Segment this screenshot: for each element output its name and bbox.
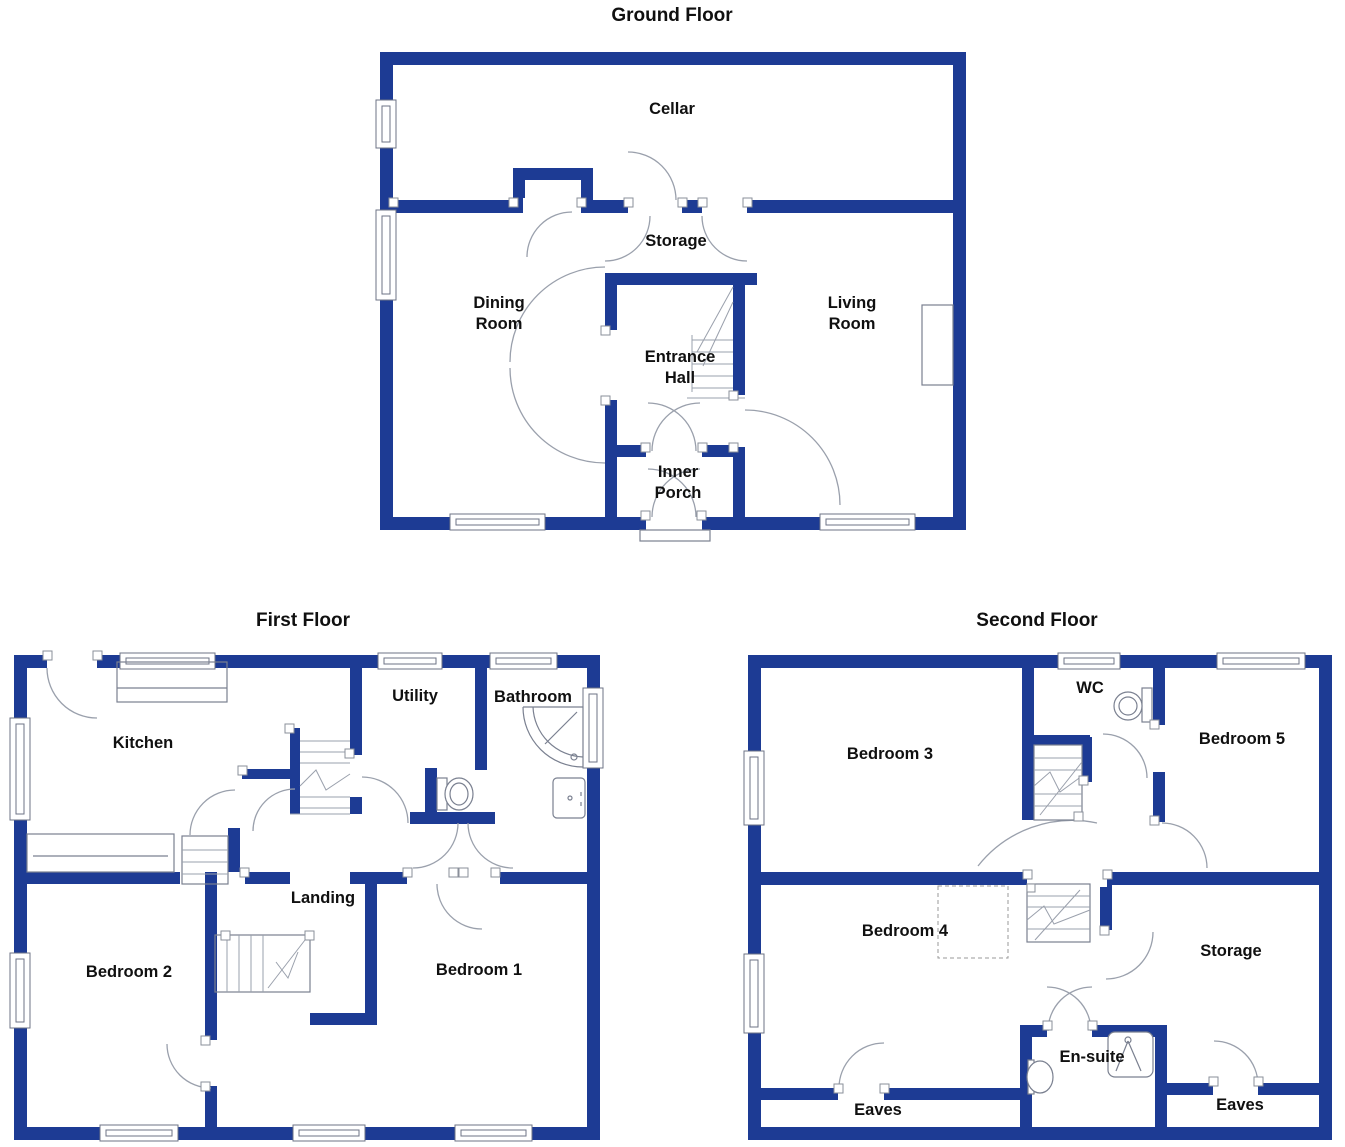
ground-floor-jambs — [388, 197, 753, 521]
second-floor-stairs — [1026, 744, 1091, 943]
first-floor-fixtures — [436, 706, 586, 819]
room-label-living-2: Room — [829, 315, 876, 333]
sink-bowl-ensuite — [1026, 1060, 1054, 1094]
room-label-porch-2: Porch — [655, 484, 702, 502]
ground-floor-doors — [509, 151, 841, 518]
first-floor-stairs — [181, 740, 351, 993]
room-label-bedroom4: Bedroom 4 — [862, 922, 949, 940]
room-label-kitchen: Kitchen — [113, 734, 174, 752]
room-label-wc: WC — [1076, 679, 1104, 697]
front-step — [639, 529, 711, 542]
room-label-storage-2f: Storage — [1200, 942, 1261, 960]
room-label-bathroom: Bathroom — [494, 688, 572, 706]
second-floor-fixtures — [937, 687, 1154, 1095]
room-label-living-1: Living — [828, 294, 877, 312]
first-floor-openings — [47, 653, 97, 669]
room-label-bedroom2: Bedroom 2 — [86, 963, 172, 981]
toilet-bowl-1f — [444, 777, 474, 811]
room-label-ensuite: En-suite — [1059, 1048, 1124, 1066]
first-floor-title: First Floor — [256, 610, 351, 631]
second-floor-plan: Second Floor Bedroom 3 WC Bedroom 5 Bedr… — [743, 610, 1332, 1140]
room-label-bedroom5: Bedroom 5 — [1199, 730, 1285, 748]
room-label-entrance-2: Hall — [665, 369, 695, 387]
room-label-eaves-right: Eaves — [1216, 1096, 1264, 1114]
first-floor-plan: First Floor Kitchen Utility Bathroom Lan… — [9, 610, 604, 1142]
ground-floor-title: Ground Floor — [611, 5, 733, 26]
room-label-storage-gf: Storage — [645, 232, 706, 250]
room-label-dining-2: Room — [476, 315, 523, 333]
ground-floor-plan: Ground Floor Cellar Storage Dining Room … — [375, 5, 966, 542]
bathroom-sink-1f — [552, 777, 586, 819]
toilet-bowl-wc — [1113, 691, 1143, 721]
room-label-landing: Landing — [291, 889, 355, 907]
room-label-dining-1: Dining — [473, 294, 524, 312]
ground-floor-stairs — [687, 286, 745, 399]
second-floor-doors — [838, 733, 1259, 1089]
room-label-bedroom1: Bedroom 1 — [436, 961, 522, 979]
second-floor-windows — [743, 652, 1306, 1034]
second-floor-openings — [838, 870, 1258, 1102]
room-label-bedroom3: Bedroom 3 — [847, 745, 933, 763]
corner-shower-1f — [522, 706, 584, 768]
kitchen-counters — [26, 661, 228, 873]
ground-floor-openings — [523, 198, 747, 532]
room-label-eaves-left: Eaves — [854, 1101, 902, 1119]
second-floor-title: Second Floor — [976, 610, 1098, 631]
first-floor-jambs — [42, 650, 501, 1092]
ground-floor-windows — [375, 99, 916, 531]
room-label-utility: Utility — [392, 687, 439, 705]
room-label-entrance-1: Entrance — [645, 348, 716, 366]
room-label-cellar: Cellar — [649, 100, 695, 118]
second-floor-jambs — [833, 719, 1264, 1094]
shower-tray-ensuite — [1107, 1031, 1154, 1078]
restricted-headroom-outline — [937, 885, 1009, 959]
room-label-porch-1: Inner — [658, 463, 699, 481]
toilet-tank-wc — [1141, 687, 1153, 723]
chimney-breast — [921, 304, 954, 386]
